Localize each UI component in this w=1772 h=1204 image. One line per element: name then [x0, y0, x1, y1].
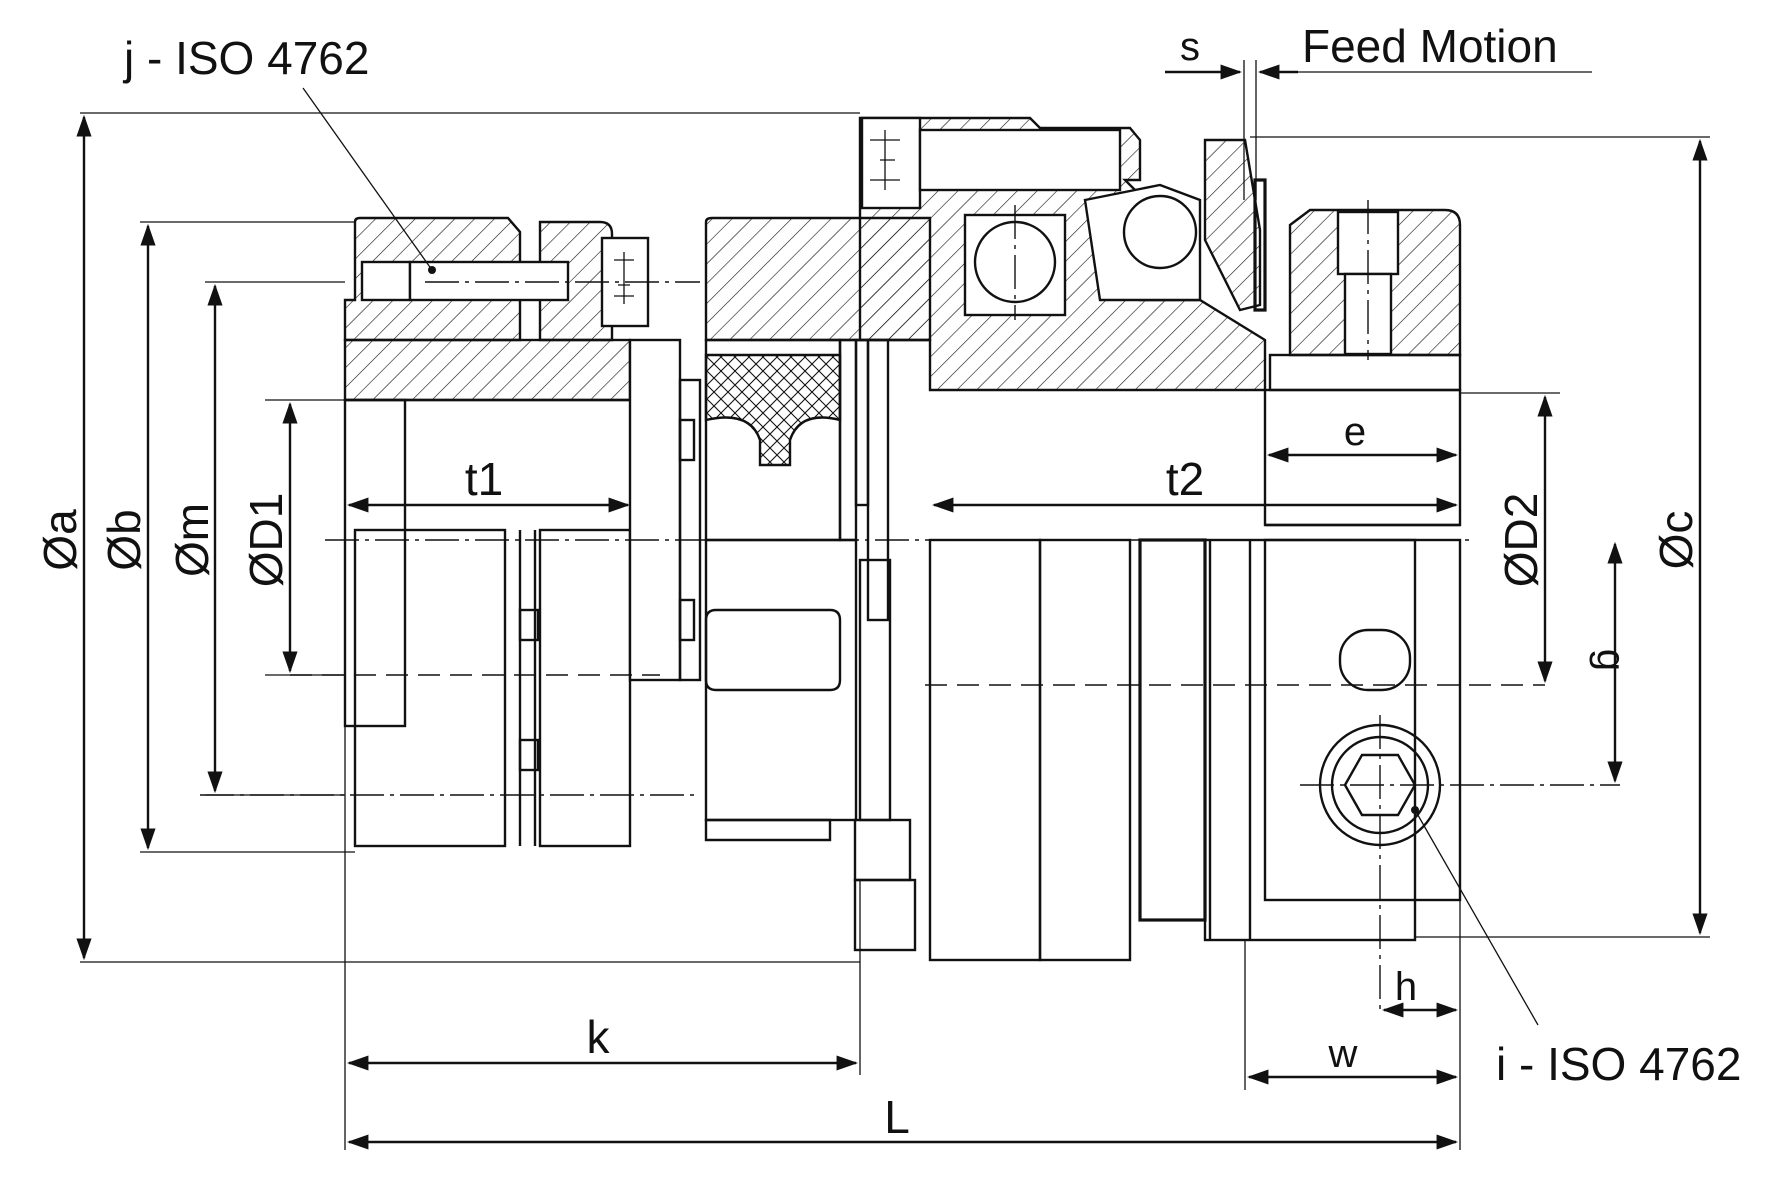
screw-j-label: j - ISO 4762	[122, 32, 369, 84]
t2-label: t2	[1166, 453, 1204, 505]
k-label: k	[587, 1011, 611, 1063]
labels: j - ISO 4762 Feed Motion s Øa Øb Øm ØD1 …	[34, 20, 1741, 1143]
right-hub	[858, 116, 1462, 962]
left-hub	[343, 216, 650, 848]
w-label: w	[1328, 1032, 1358, 1076]
s-label: s	[1180, 25, 1200, 69]
phi-c-label: Øc	[1650, 511, 1702, 570]
phi-d2-label: ØD2	[1495, 493, 1547, 588]
phi-d1-label: ØD1	[240, 493, 292, 588]
t1-label: t1	[465, 453, 503, 505]
phi-b-label: Øb	[98, 509, 150, 570]
l-label: L	[884, 1091, 910, 1143]
h-label: h	[1395, 965, 1417, 1009]
phi-a-label: Øa	[34, 509, 86, 571]
feed-motion-label: Feed Motion	[1302, 20, 1558, 72]
phi-m-label: Øm	[166, 503, 218, 577]
dimensions	[76, 60, 1710, 1150]
screw-i-label: i - ISO 4762	[1496, 1038, 1741, 1090]
g-label: g	[1589, 649, 1633, 671]
e-label: e	[1344, 410, 1366, 454]
